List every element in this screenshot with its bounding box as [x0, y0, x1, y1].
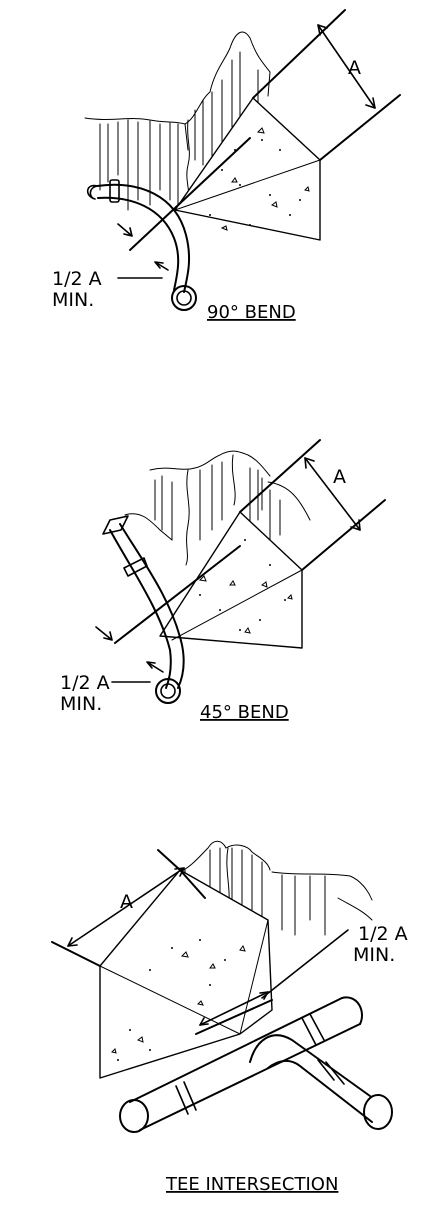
detail-title: 90° BEND: [207, 302, 296, 323]
main-pipe-end-left: [119, 1099, 149, 1133]
block-edge: [174, 159, 321, 211]
detail-90-bend: A 1/2 A MIN. 90° BEND: [52, 9, 401, 323]
dimension-a-90: A: [252, 9, 401, 161]
pipe-end: [102, 515, 129, 535]
pipe-joint: [109, 179, 120, 203]
soil-outline: [149, 450, 311, 521]
soil-outline: [179, 840, 373, 901]
branch-pipe-end: [363, 1094, 393, 1130]
clearance-tee: 1/2 A MIN.: [199, 923, 408, 1026]
detail-title: 45° BEND: [200, 702, 289, 723]
pipe-opening-inner: [160, 683, 176, 699]
dimension-a-45: A: [239, 439, 386, 571]
pipe-opening-inner: [176, 290, 192, 306]
pipe-opening-outer: [155, 678, 181, 704]
concrete-thrust-block: [159, 511, 303, 649]
dimension-a-tee: A: [51, 849, 206, 967]
dimension-label: A: [120, 891, 133, 913]
pipe-45-bend: [102, 515, 241, 704]
clearance-label-line1: 1/2 A: [358, 923, 408, 945]
clearance-label-line2: MIN.: [60, 693, 102, 715]
dimension-label: A: [333, 466, 346, 488]
detail-45-bend: A 1/2 A MIN. 45° BEND: [60, 439, 386, 723]
aggregate-marks: [111, 939, 246, 1061]
pipe-end: [86, 184, 98, 200]
aggregate-marks: [209, 127, 310, 231]
pipe-opening-outer: [171, 285, 197, 311]
soil-hatching: [124, 454, 281, 566]
clearance-45: 1/2 A MIN.: [60, 626, 164, 715]
block-edge: [99, 919, 269, 1035]
main-pipe-end-right: [341, 996, 363, 1025]
clearance-label-line1: 1/2 A: [60, 672, 110, 694]
clearance-label-line2: MIN.: [52, 289, 94, 311]
clearance-label-line2: MIN.: [353, 944, 395, 966]
pipe-joint: [123, 557, 148, 577]
dimension-label: A: [348, 57, 361, 79]
block-edge: [171, 569, 303, 641]
pipe-joint: [301, 1013, 325, 1046]
pipe-90-bend: [86, 137, 251, 311]
clearance-label-line1: 1/2 A: [52, 268, 102, 290]
detail-title: TEE INTERSECTION: [165, 1174, 338, 1195]
pipe-joint: [317, 1059, 345, 1085]
detail-tee-intersection: A 1/2 A MIN. TEE INTERSECTION: [51, 840, 408, 1195]
tee-pipe: [119, 996, 393, 1133]
pipe-joint: [175, 1081, 197, 1115]
concrete-thrust-block: [174, 97, 321, 241]
clearance-90: 1/2 A MIN.: [52, 223, 169, 311]
